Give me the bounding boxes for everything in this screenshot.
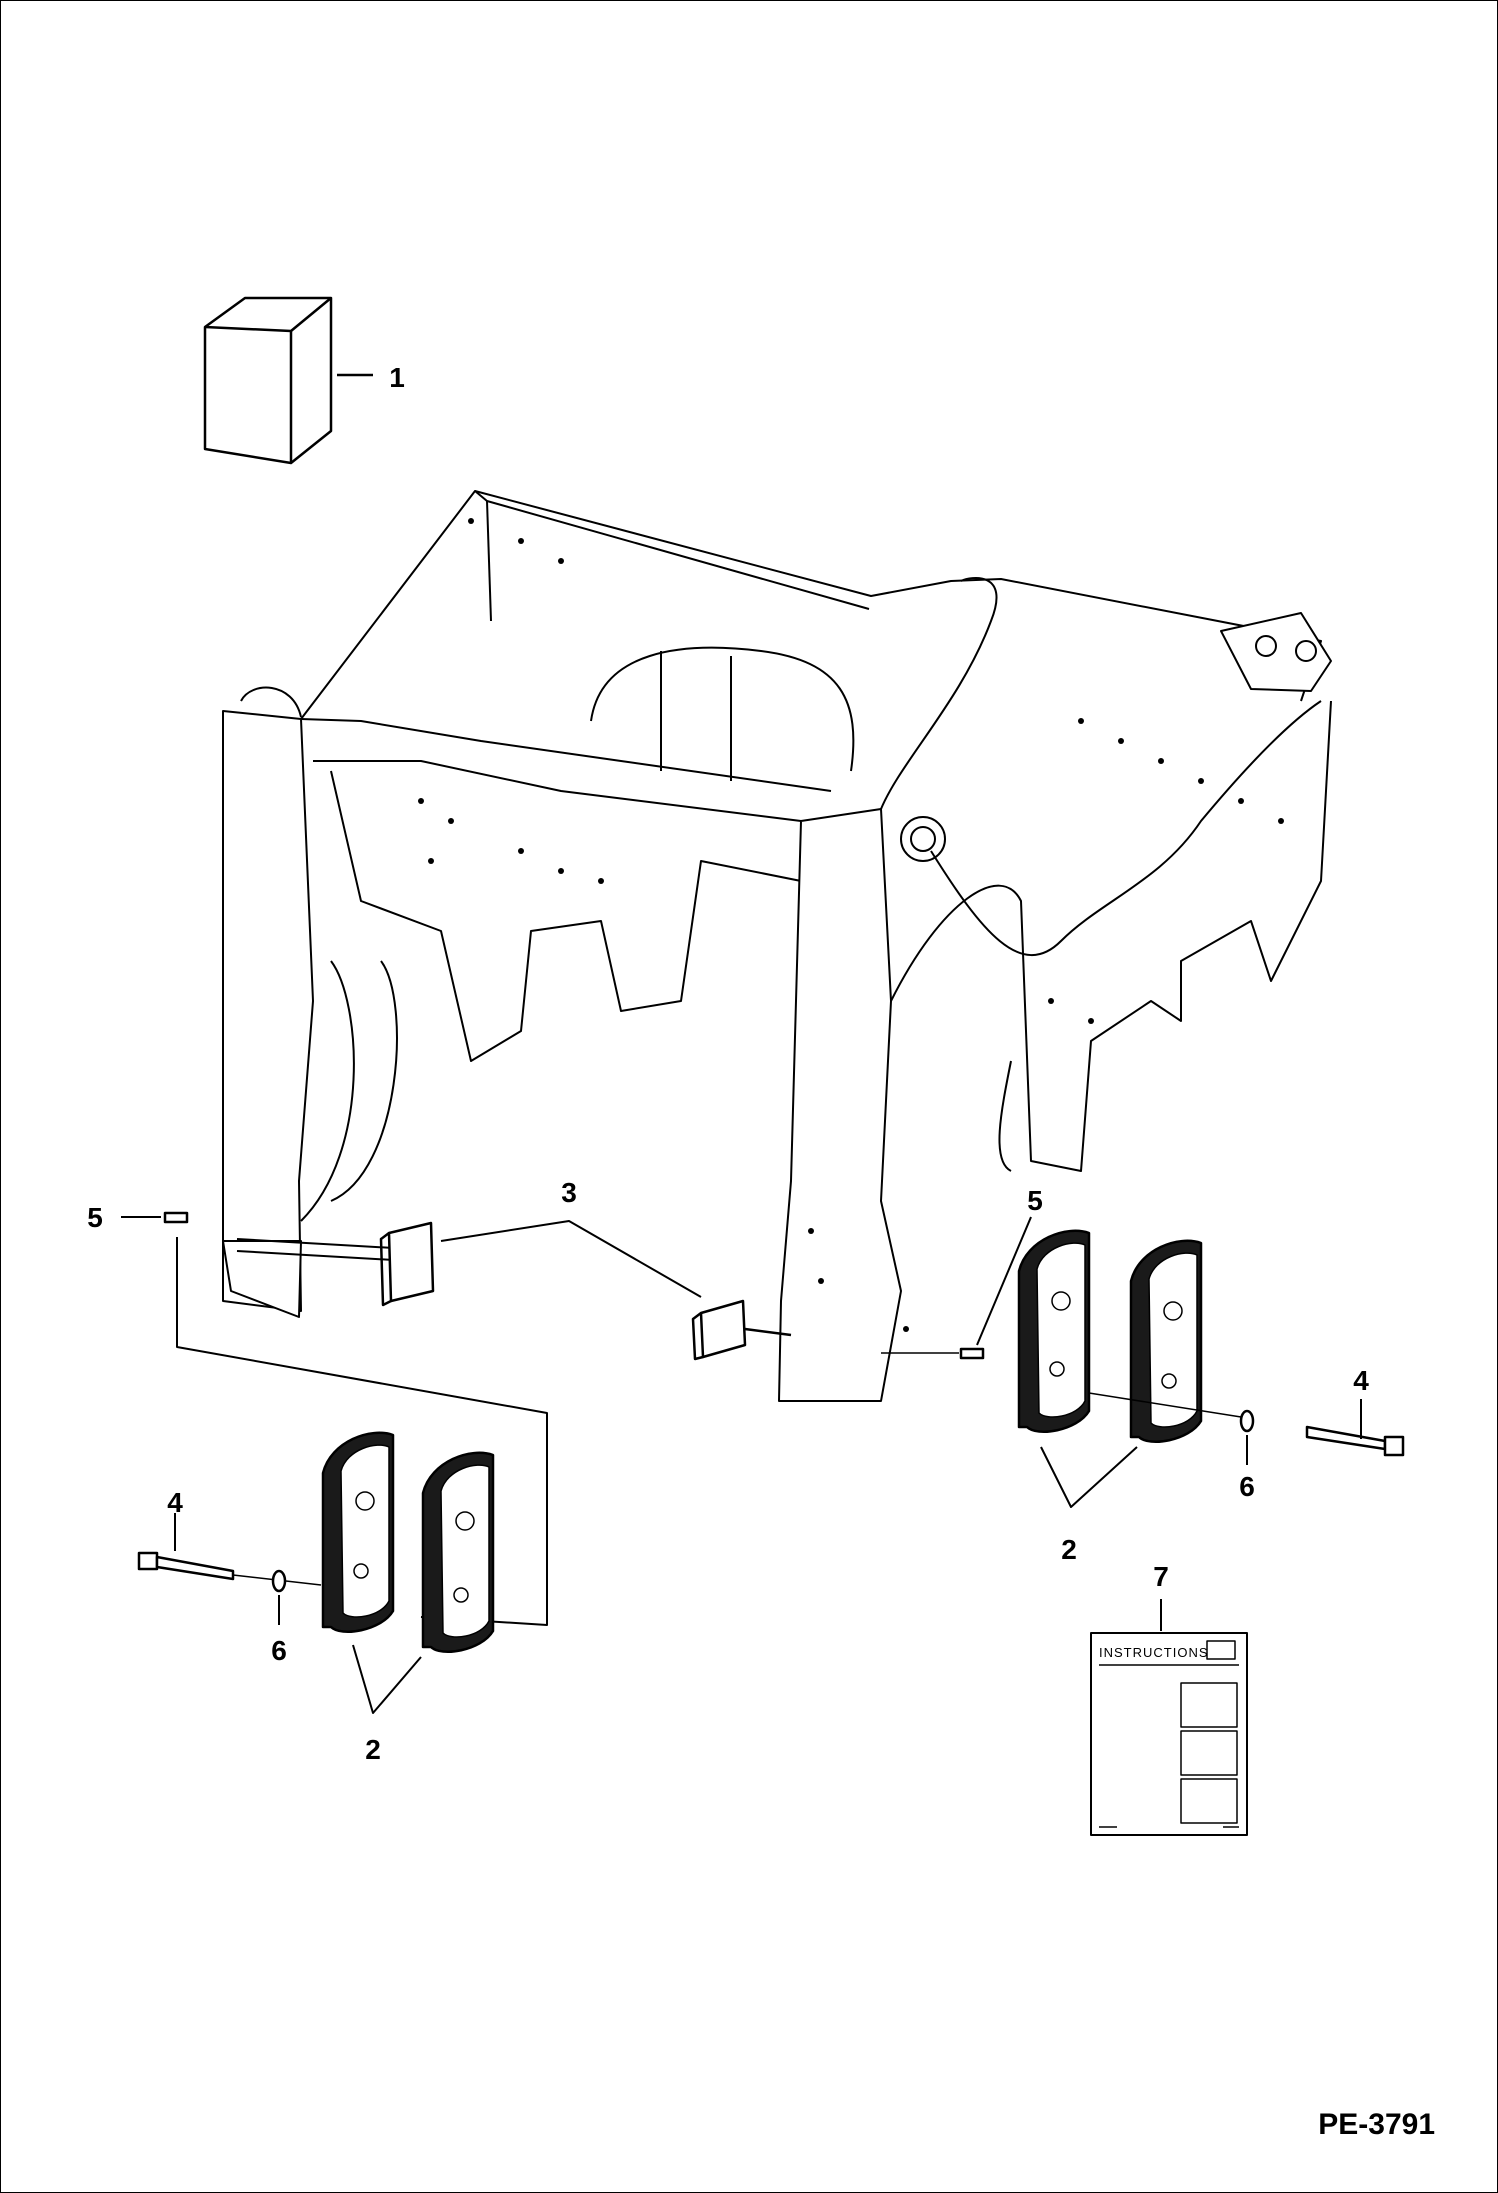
- callout-5-left: 5: [87, 1202, 103, 1233]
- callout-6-right: 6: [1239, 1471, 1255, 1502]
- callout-7: 7: [1153, 1561, 1169, 1592]
- loader-frame-drawing: [222, 490, 1332, 1402]
- counterweight-left-2-icon: [421, 1451, 495, 1653]
- counterweight-left-1-icon: [321, 1431, 395, 1633]
- instruction-sheet-icon: [1090, 1599, 1248, 1836]
- washer-right-icon: [1239, 1409, 1255, 1465]
- leader-line-2-left: [352, 1644, 422, 1714]
- leader-line-3: [440, 1220, 702, 1298]
- kit-box-icon: [203, 296, 333, 465]
- callout-1: 1: [389, 362, 405, 393]
- washer-left-icon: [271, 1569, 287, 1625]
- callout-3: 3: [561, 1177, 577, 1208]
- callout-2-left: 2: [365, 1734, 381, 1765]
- pin-left-icon: [121, 1211, 189, 1224]
- figure-id: PE-3791: [1318, 2108, 1435, 2141]
- callout-4-right: 4: [1353, 1365, 1369, 1396]
- pin-right-icon: [881, 1216, 1032, 1360]
- callout-6-left: 6: [271, 1635, 287, 1666]
- callout-5-right: 5: [1027, 1185, 1043, 1216]
- counterweight-right-2-icon: [1129, 1239, 1203, 1443]
- bolt-left-icon: [137, 1513, 322, 1586]
- bolt-right-icon: [1305, 1399, 1405, 1457]
- counterweight-right-1-icon: [1017, 1229, 1091, 1433]
- instructions-label: INSTRUCTIONS: [1099, 1645, 1209, 1660]
- callout-4-left: 4: [167, 1487, 183, 1518]
- bracket-left-icon: [379, 1221, 435, 1307]
- group-outline-left: [176, 1237, 548, 1626]
- bracket-right-icon: [691, 1299, 792, 1361]
- callout-2-right: 2: [1061, 1534, 1077, 1565]
- leader-line-2-right: [1040, 1446, 1138, 1508]
